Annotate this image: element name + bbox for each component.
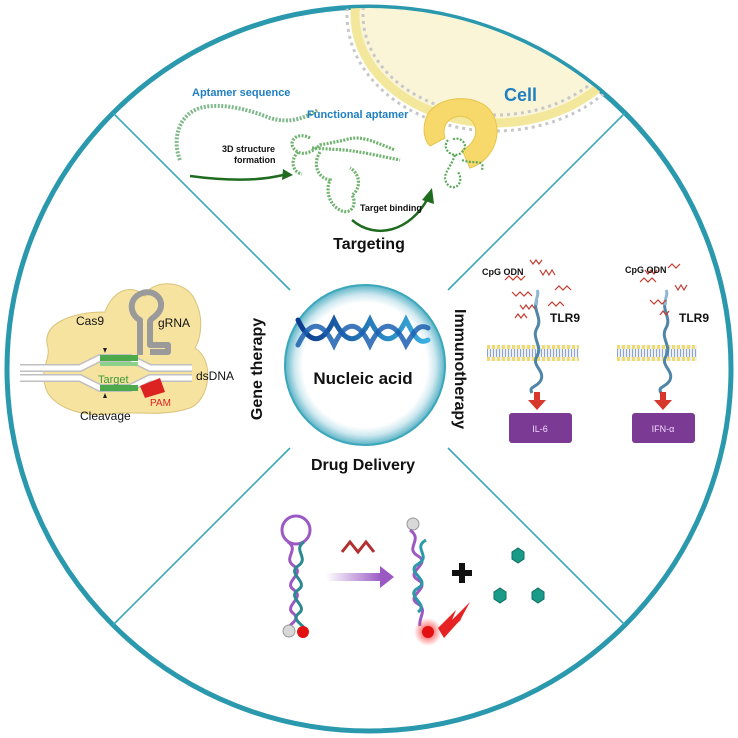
cut-site-arrows bbox=[103, 348, 107, 398]
target-receptor bbox=[423, 98, 498, 169]
grna-strand bbox=[128, 289, 171, 355]
pam-label: PAM bbox=[150, 398, 171, 409]
aptamer-sequence-strand bbox=[174, 103, 320, 161]
functional-aptamer bbox=[290, 134, 401, 214]
quadrant-dividers bbox=[112, 112, 626, 626]
dsdna-strands bbox=[20, 354, 192, 398]
dna-helix-icon bbox=[295, 314, 431, 351]
dsdna-label: dsDNA bbox=[196, 369, 234, 383]
tlr9-left bbox=[529, 289, 544, 394]
cpg-odn-right bbox=[639, 263, 688, 316]
functional-aptamer-label: Functional aptamer bbox=[307, 109, 409, 121]
immunotherapy-panel: CpG ODN CpG ODN TLR9 TLR9 IL-6 IFN-α bbox=[482, 259, 709, 443]
grna-label: gRNA bbox=[158, 316, 190, 330]
tlr9-left-label: TLR9 bbox=[550, 311, 580, 325]
center-title: Nucleic acid bbox=[313, 369, 412, 388]
il6-label: IL-6 bbox=[532, 424, 548, 434]
hairpin-probe bbox=[280, 514, 312, 638]
structure-formation-label: 3D structure bbox=[222, 144, 275, 154]
aptamer-sequence-label: Aptamer sequence bbox=[192, 87, 290, 99]
center-hub bbox=[284, 284, 446, 446]
cas9-label: Cas9 bbox=[76, 314, 104, 328]
cpg-odn-left bbox=[504, 259, 572, 319]
cleavage-label: Cleavage bbox=[80, 409, 131, 423]
target-label: Target bbox=[98, 374, 129, 386]
cpg-odn-right-label: CpG ODN bbox=[625, 265, 667, 275]
structure-formation-label-2: formation bbox=[234, 155, 276, 165]
target-strand bbox=[340, 539, 376, 555]
gene-therapy-panel: Cas9 gRNA Target dsDNA PAM Cleavage bbox=[20, 283, 234, 423]
tlr9-right bbox=[658, 289, 673, 394]
ifn-alpha-box bbox=[632, 413, 695, 443]
drug-delivery-panel bbox=[280, 514, 545, 646]
ifn-alpha-label: IFN-α bbox=[652, 424, 675, 434]
target-binding-arrow bbox=[351, 197, 430, 233]
reaction-arrow bbox=[326, 573, 382, 581]
section-title-gene-therapy: Gene therapy bbox=[249, 318, 266, 420]
il6-box bbox=[509, 413, 572, 443]
bound-aptamer bbox=[443, 137, 484, 189]
section-title-targeting: Targeting bbox=[333, 236, 405, 253]
open-duplex bbox=[406, 517, 470, 646]
cell-label: Cell bbox=[504, 85, 537, 105]
fluorescence-bolt bbox=[438, 602, 470, 638]
membrane-left bbox=[487, 345, 579, 361]
section-title-immunotherapy: Immunotherapy bbox=[451, 309, 468, 429]
structure-formation-arrow bbox=[189, 173, 284, 181]
section-title-drug-delivery: Drug Delivery bbox=[311, 457, 415, 474]
plus-sign bbox=[452, 563, 472, 583]
cpg-odn-left-label: CpG ODN bbox=[482, 267, 524, 277]
membrane-right bbox=[617, 345, 697, 361]
tlr9-right-label: TLR9 bbox=[679, 311, 709, 325]
signal-arrows bbox=[528, 392, 672, 410]
pam-marker bbox=[140, 378, 165, 398]
released-drug-molecules bbox=[493, 547, 545, 604]
target-binding-label: Target binding bbox=[360, 203, 422, 213]
